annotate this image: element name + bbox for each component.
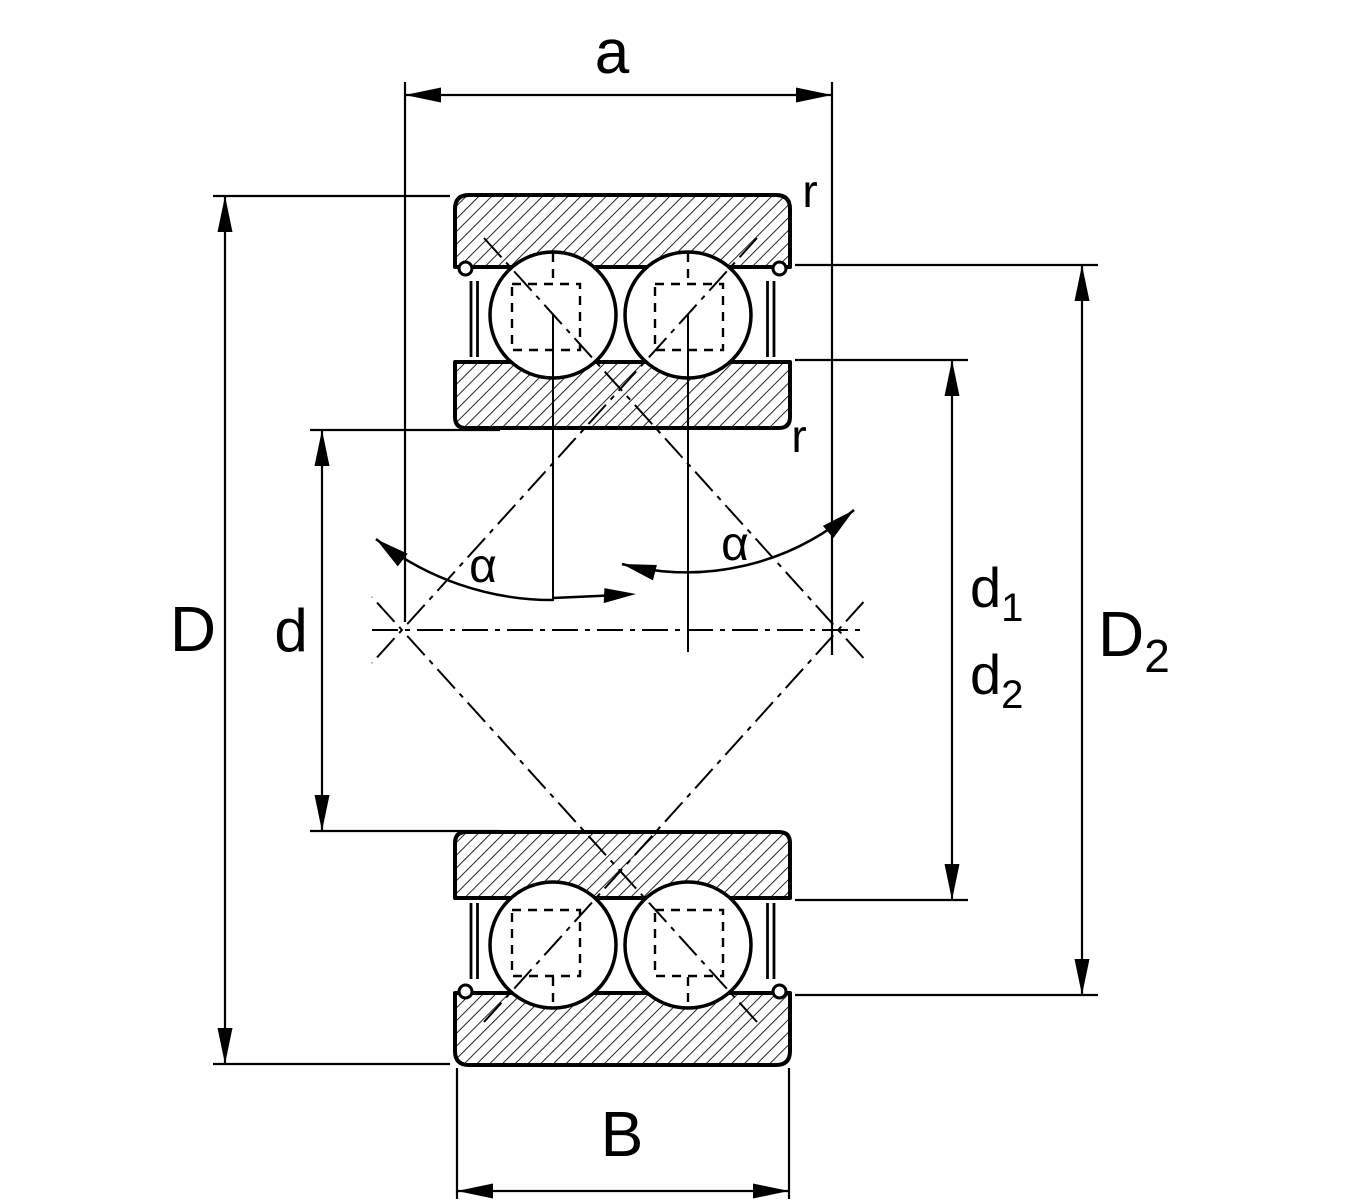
arrowhead <box>405 87 441 103</box>
construction-lines <box>371 237 869 1023</box>
radial-reference-lines <box>552 315 689 652</box>
arrowhead <box>622 564 657 581</box>
inner-ring-lower <box>453 830 792 900</box>
dimension-d: d <box>274 428 500 833</box>
dimension-d-label: d <box>274 597 307 664</box>
contact-line-lower-right <box>371 596 758 1023</box>
contact-angle-right-label: α <box>721 518 749 571</box>
dimension-d1-label: d1 <box>970 556 1023 630</box>
dimension-d2-label: d2 <box>970 643 1023 717</box>
dimension-D2-label: D2 <box>1098 598 1170 682</box>
dimension-B: B <box>455 1068 791 1199</box>
seal-lower-right <box>766 903 788 1000</box>
arrowhead <box>822 510 854 539</box>
arrowhead <box>1074 265 1090 301</box>
arrowhead <box>944 360 960 396</box>
seal-upper-right <box>766 260 788 357</box>
inner-ring-upper <box>453 360 792 430</box>
contact-line-upper-left <box>483 237 869 664</box>
contact-angle-left: α <box>375 538 636 604</box>
dimensions: a r r D d d1 <box>170 18 1170 1199</box>
radius-top-label: r <box>802 165 817 217</box>
dimension-a-label: a <box>595 18 630 87</box>
arrowhead <box>314 795 330 831</box>
dimension-B-label: B <box>601 1098 644 1170</box>
arrowhead <box>314 430 330 466</box>
radius-bottom-label: r <box>791 410 806 462</box>
seal-upper-left <box>457 260 479 357</box>
arrowhead <box>457 1183 493 1199</box>
contact-line-upper-right <box>371 237 758 664</box>
arrowhead <box>944 864 960 900</box>
dimension-D: D <box>170 194 450 1066</box>
dimension-D2: D2 <box>795 263 1170 997</box>
dimension-D-label: D <box>170 593 216 665</box>
arrowhead <box>603 588 636 604</box>
arrowhead <box>753 1183 789 1199</box>
arrowhead <box>796 87 832 103</box>
arrowhead <box>376 539 408 567</box>
dimension-a: a <box>403 18 834 655</box>
dimension-d1-d2: d1 d2 <box>795 358 1023 902</box>
outer-ring-lower <box>453 991 792 1067</box>
arrowhead <box>217 196 233 232</box>
contact-angle-right: α <box>621 509 855 581</box>
arrowhead <box>1074 959 1090 995</box>
seal-lower-left <box>457 903 479 1000</box>
arrowhead <box>217 1028 233 1064</box>
bearing-cross-section <box>453 193 792 1067</box>
outer-ring-upper <box>453 193 792 269</box>
contact-angle-left-label: α <box>469 540 497 593</box>
contact-line-lower-left <box>483 596 869 1023</box>
